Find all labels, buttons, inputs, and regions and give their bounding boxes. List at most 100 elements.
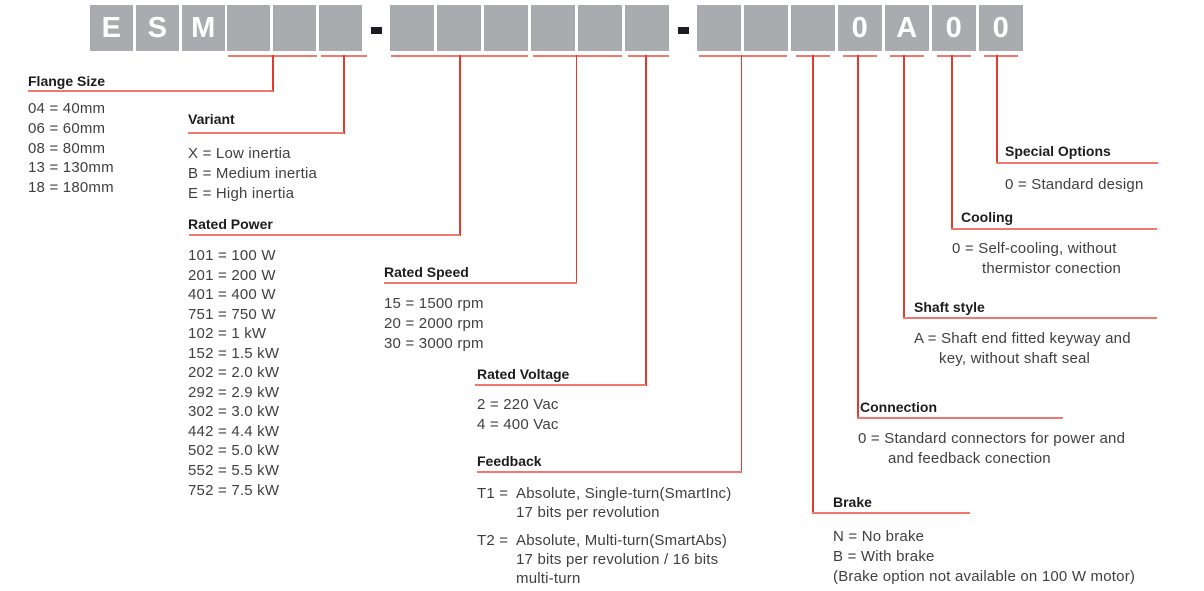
option-item: 102 = 1 kW: [188, 325, 267, 343]
section-variant-options: X = Low inertia B = Medium inertia E = H…: [188, 144, 358, 203]
section-title-connection: Connection: [860, 399, 937, 415]
option-item-continuation: and feedback conection: [888, 449, 1051, 467]
code-box-variant: [319, 5, 362, 51]
option-item: 18 = 180mm: [28, 179, 114, 197]
title-underline-special: [996, 162, 1158, 164]
code-box-feedback-char-1: [697, 5, 741, 51]
code-box-series-m: M: [182, 5, 225, 51]
title-underline-variant: [188, 132, 344, 134]
option-item: N = No brake: [833, 528, 925, 545]
option-item: 0 = Standard design: [1005, 176, 1144, 193]
code-box-series-e: E: [90, 5, 133, 51]
option-item: 502 = 5.0 kW: [188, 442, 280, 460]
section-flange-size-options: 04 = 40mm 06 = 60mm 08 = 80mm 13 = 130mm…: [28, 99, 178, 198]
option-item: 08 = 80mm: [28, 139, 106, 157]
option-code: T2 =: [477, 531, 509, 549]
option-item: B = Medium inertia: [188, 164, 318, 182]
option-item: E = High inertia: [188, 184, 295, 202]
option-item: 04 = 40mm: [28, 100, 106, 117]
leader-vertical-power: [459, 55, 461, 236]
option-item: 4 = 400 Vac: [477, 416, 559, 433]
leader-vertical-feedback: [740, 55, 742, 473]
code-box-voltage: [625, 5, 669, 51]
code-box-flange-digit-1: [227, 5, 270, 51]
leader-segment-special: [984, 55, 1018, 57]
section-rated-voltage-options: 2 = 220 Vac 4 = 400 Vac: [477, 395, 607, 435]
section-brake-options: N = No brake B = With brake (Brake optio…: [833, 527, 1204, 587]
code-box-speed-digit-2: [578, 5, 622, 51]
option-item: 302 = 3.0 kW: [188, 403, 280, 421]
section-shaft-style-options: A = Shaft end fitted keyway and key, wit…: [914, 329, 1194, 368]
section-title-feedback: Feedback: [477, 453, 542, 469]
option-item: 152 = 1.5 kW: [188, 344, 280, 362]
option-item: 292 = 2.9 kW: [188, 383, 280, 401]
title-underline-cooling: [951, 228, 1157, 230]
leader-vertical-connection: [857, 55, 859, 419]
code-box-brake: [791, 5, 835, 51]
title-underline-power: [189, 234, 460, 236]
section-cooling-options: 0 = Self-cooling, without thermistor con…: [952, 239, 1204, 279]
title-underline-speed: [384, 282, 577, 284]
feedback-entry-t1: T1 = Absolute, Single-turn(SmartInc) 17 …: [477, 484, 797, 523]
brake-note: (Brake option not available on 100 W mot…: [833, 568, 1136, 585]
code-box-shaft: A: [885, 5, 929, 51]
section-rated-speed-options: 15 = 1500 rpm 20 = 2000 rpm 30 = 3000 rp…: [384, 294, 524, 353]
leader-vertical-brake: [812, 55, 814, 514]
section-title-shaft-style: Shaft style: [914, 299, 985, 315]
leader-segment-connection: [843, 55, 877, 57]
separator-dash-2: [678, 27, 689, 34]
section-title-rated-power: Rated Power: [188, 216, 273, 232]
option-item: 20 = 2000 rpm: [384, 314, 484, 332]
section-rated-power-options: 101 = 100 W 201 = 200 W 401 = 400 W 751 …: [188, 246, 318, 500]
code-box-cooling: 0: [932, 5, 976, 51]
title-underline-flange: [28, 90, 273, 92]
code-box-series-s: S: [136, 5, 179, 51]
leader-vertical-flange: [272, 55, 274, 92]
leader-vertical-shaft: [903, 55, 905, 319]
title-underline-shaft: [903, 317, 1157, 319]
section-feedback-options: T1 = Absolute, Single-turn(SmartInc) 17 …: [477, 484, 797, 588]
option-item: 201 = 200 W: [188, 266, 276, 284]
code-box-power-digit-1: [390, 5, 434, 51]
section-connection-options: 0 = Standard connectors for power and an…: [858, 429, 1198, 468]
title-underline-feedback: [477, 471, 742, 473]
section-title-rated-voltage: Rated Voltage: [477, 366, 570, 382]
leader-segment-speed: [533, 55, 622, 57]
leader-vertical-speed: [575, 55, 577, 284]
option-item: 751 = 750 W: [188, 305, 276, 323]
section-title-variant: Variant: [188, 111, 235, 127]
option-item: 101 = 100 W: [188, 247, 276, 264]
section-title-special-options: Special Options: [1005, 143, 1111, 159]
option-item: 752 = 7.5 kW: [188, 481, 280, 499]
option-item: B = With brake: [833, 548, 935, 565]
leader-segment-feedback: [699, 55, 787, 57]
option-item: A = Shaft end fitted keyway and: [914, 330, 1131, 347]
leader-segment-voltage: [628, 55, 669, 57]
title-underline-voltage: [475, 384, 646, 386]
option-item: 401 = 400 W: [188, 286, 276, 304]
option-item-continuation: thermistor conection: [982, 259, 1122, 277]
leader-vertical-cooling: [951, 55, 953, 230]
title-underline-brake: [812, 512, 970, 514]
leader-vertical-voltage: [645, 55, 647, 386]
code-box-power-digit-3: [484, 5, 528, 51]
option-item: X = Low inertia: [188, 145, 291, 162]
option-item: 0 = Standard connectors for power and: [858, 430, 1126, 447]
option-description: Absolute, Multi-turn(SmartAbs) 17 bits p…: [516, 531, 728, 588]
feedback-entry-t2: T2 = Absolute, Multi-turn(SmartAbs) 17 b…: [477, 531, 797, 589]
title-underline-connection: [857, 417, 1063, 419]
section-title-brake: Brake: [833, 494, 872, 510]
section-title-cooling: Cooling: [961, 209, 1014, 225]
section-title-flange-size: Flange Size: [28, 73, 106, 89]
code-box-power-digit-2: [437, 5, 481, 51]
code-box-special: 0: [979, 5, 1023, 51]
option-item: 2 = 220 Vac: [477, 396, 559, 413]
option-item: 13 = 130mm: [28, 159, 114, 177]
code-box-feedback-char-2: [744, 5, 788, 51]
separator-dash-1: [371, 27, 382, 34]
code-box-flange-digit-2: [273, 5, 316, 51]
option-item: 202 = 2.0 kW: [188, 364, 280, 382]
section-special-options-options: 0 = Standard design: [1005, 175, 1204, 195]
option-item-continuation: key, without shaft seal: [939, 349, 1091, 367]
